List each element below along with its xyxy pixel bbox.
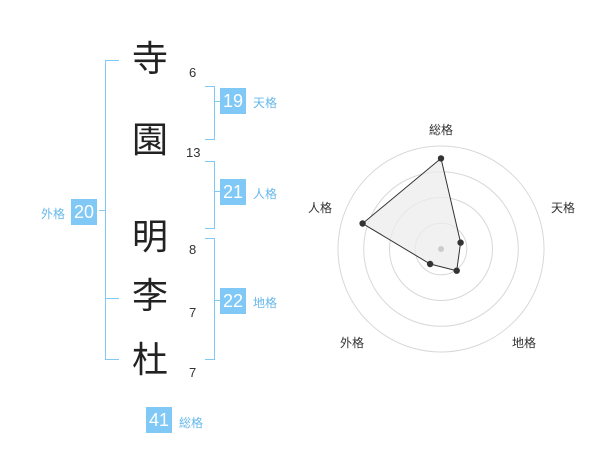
fortune-radar-chart: 総格 天格 地格 外格 人格 — [308, 122, 575, 353]
tenkaku-label: 天格 — [253, 96, 278, 110]
kanji-char-3: 明 — [131, 217, 168, 258]
radar-point-2 — [457, 239, 464, 246]
radar-axis-label-jinkaku: 人格 — [308, 200, 332, 215]
gaikaku-badge: 20 — [71, 199, 98, 225]
radar-point-1 — [437, 155, 445, 162]
chikaku-label: 地格 — [253, 296, 278, 310]
kanji-char-2: 園 — [131, 120, 168, 161]
chikaku-badge: 22 — [220, 288, 247, 314]
chikaku-bracket — [205, 238, 215, 360]
jinkaku-bracket — [205, 161, 215, 229]
chikaku-bracket-tick — [215, 300, 221, 301]
radar-point-3 — [453, 267, 460, 274]
radar-point-5 — [359, 220, 366, 227]
jinkaku-bracket-tick — [215, 191, 221, 192]
tenkaku-badge: 19 — [220, 88, 247, 114]
radar-point-4 — [426, 260, 434, 268]
stroke-count-3: 8 — [189, 242, 197, 257]
stroke-count-5: 7 — [189, 365, 197, 380]
stroke-count-1: 6 — [189, 65, 197, 80]
kanji-char-5: 杜 — [131, 340, 168, 381]
jinkaku-badge: 21 — [220, 179, 247, 205]
kanji-char-4: 李 — [131, 276, 168, 317]
radar-axis-label-chikaku: 地格 — [512, 335, 536, 350]
gaikaku-bracket — [105, 60, 119, 360]
tenkaku-bracket — [205, 86, 215, 140]
radar-center-dot — [438, 246, 444, 252]
stroke-count-4: 7 — [189, 305, 197, 320]
stroke-count-2: 13 — [186, 145, 201, 160]
radar-series-area — [361, 157, 462, 272]
gaikaku-label: 外格 — [41, 207, 66, 221]
jinkaku-label: 人格 — [253, 187, 278, 201]
soukaku-label: 総格 — [179, 416, 204, 430]
soukaku-badge: 41 — [146, 407, 173, 433]
radar-axis-label-soukaku: 総格 — [429, 122, 453, 137]
kanji-char-1: 寺 — [131, 39, 168, 80]
gaikaku-bracket-mid-tick — [105, 298, 119, 299]
radar-axis-label-gaikaku: 外格 — [340, 335, 364, 350]
radar-ring-4 — [337, 145, 545, 353]
tenkaku-bracket-tick — [215, 101, 221, 102]
gaikaku-bracket-tick — [99, 210, 105, 211]
radar-axis-label-tenkaku: 天格 — [551, 200, 575, 215]
